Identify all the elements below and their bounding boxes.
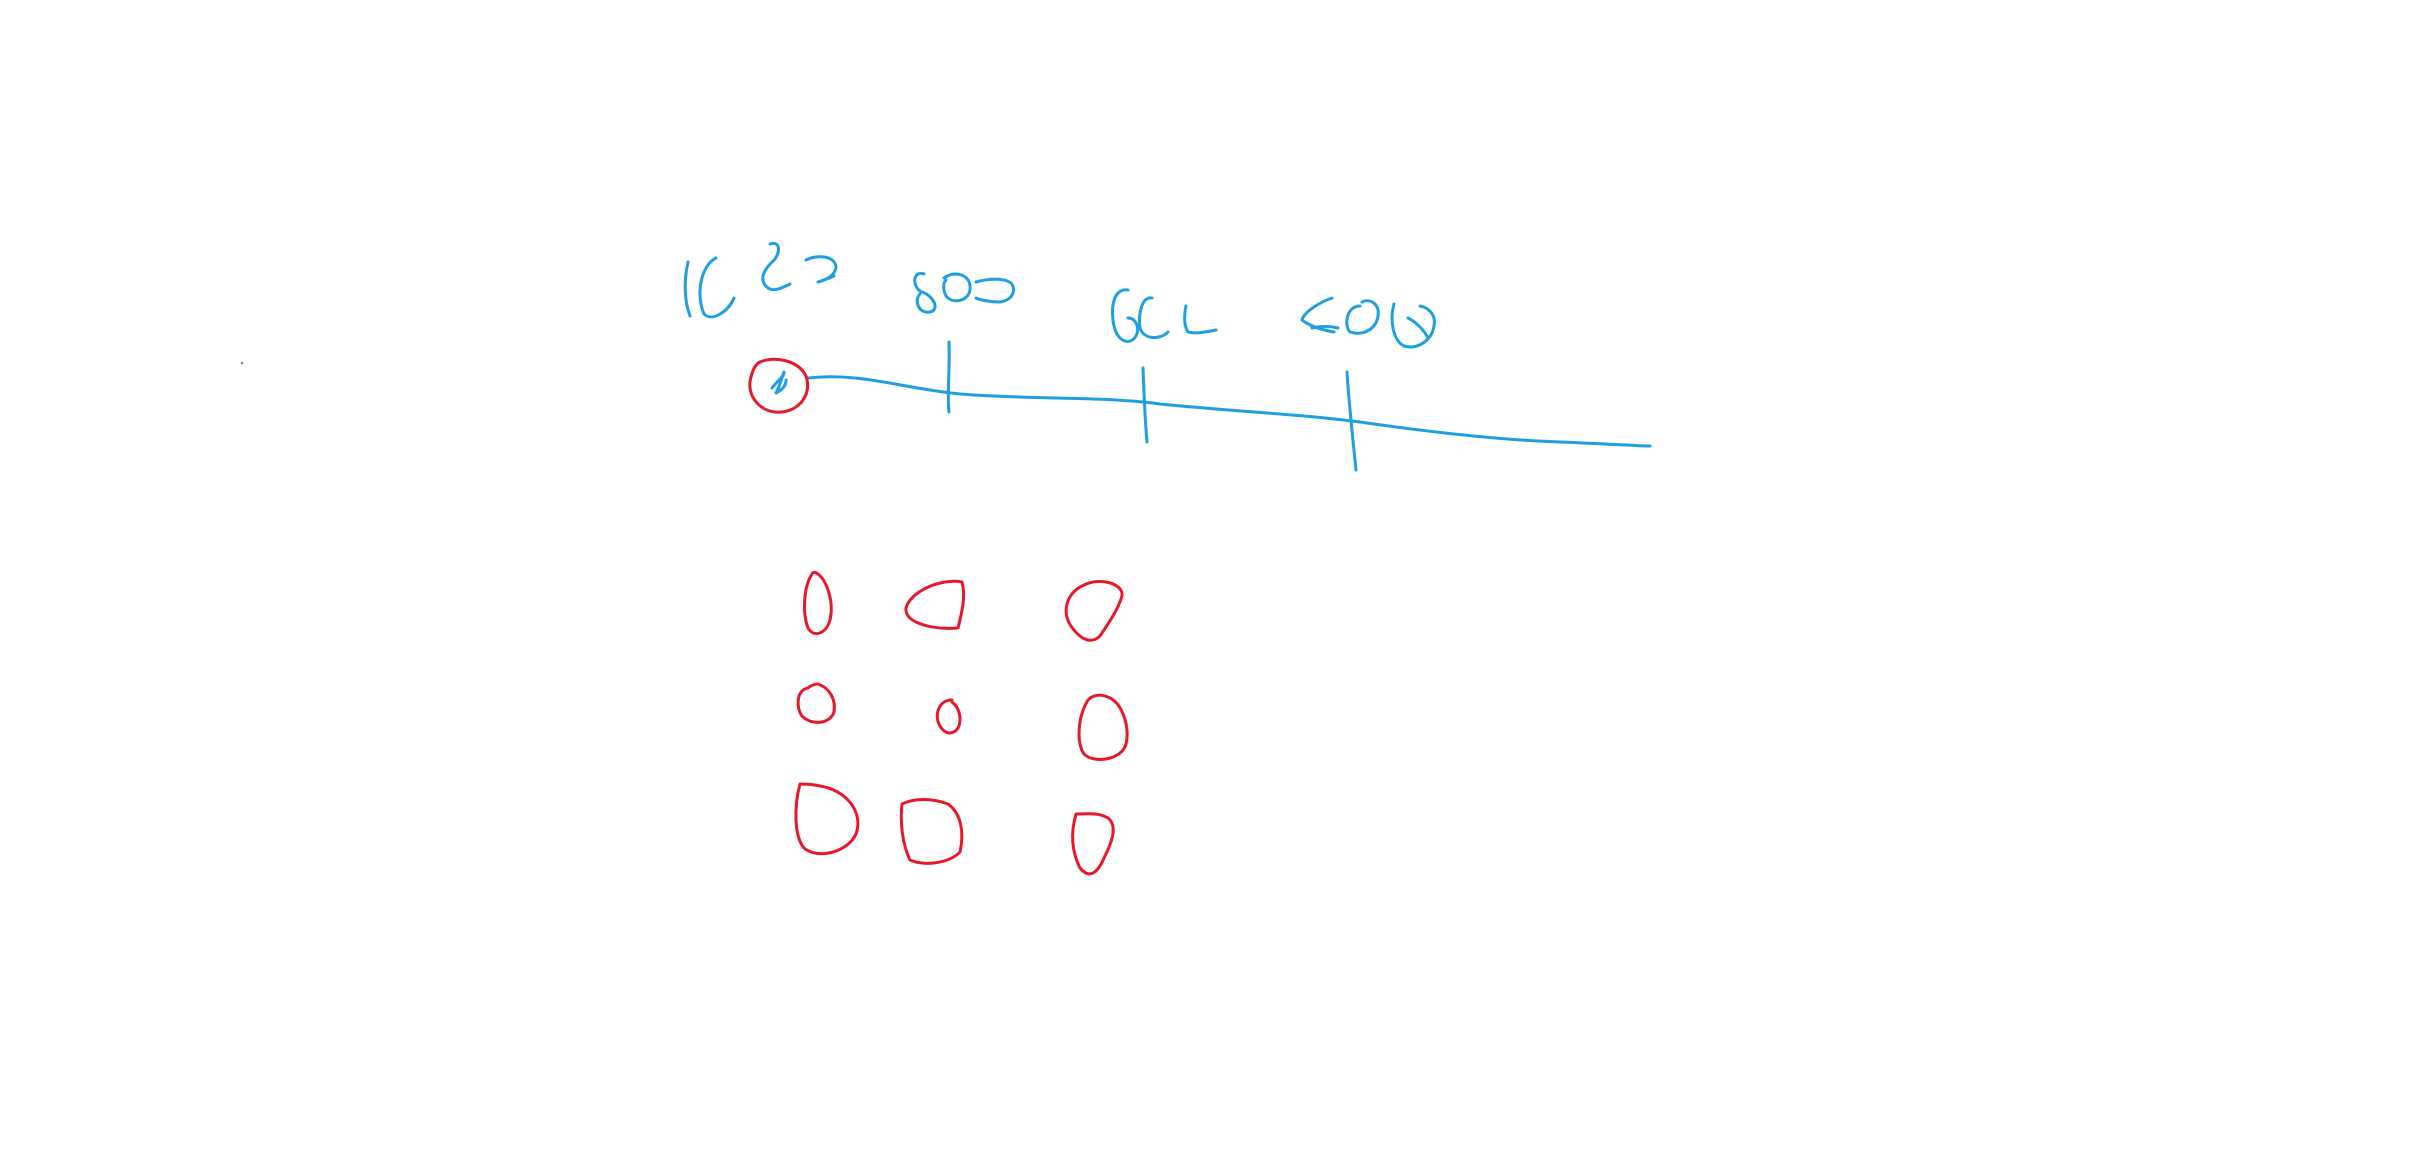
marker-r3-c2 — [899, 798, 964, 865]
start-marker-circle — [748, 357, 809, 414]
start-marker-dot — [770, 370, 788, 395]
timeline-tick-3 — [1345, 370, 1358, 472]
label-4-handwriting — [1300, 296, 1436, 349]
marker-r1-c1 — [803, 571, 833, 636]
stray-dot — [240, 361, 244, 365]
timeline-tick-2 — [1141, 366, 1149, 444]
label-3-handwriting — [1111, 288, 1218, 343]
marker-r2-c3 — [1077, 693, 1129, 761]
marker-r1-c3 — [1064, 580, 1124, 642]
marker-r2-c2 — [935, 698, 962, 735]
timeline-tick-1 — [946, 340, 951, 414]
marker-r2-c1 — [796, 682, 836, 724]
marker-r3-c1 — [794, 782, 860, 856]
marker-r1-c2 — [904, 579, 966, 630]
marker-r3-c3 — [1071, 812, 1115, 876]
timeline-line — [806, 375, 1652, 448]
label-2-handwriting — [913, 271, 1015, 314]
label-1-handwriting — [683, 241, 838, 319]
